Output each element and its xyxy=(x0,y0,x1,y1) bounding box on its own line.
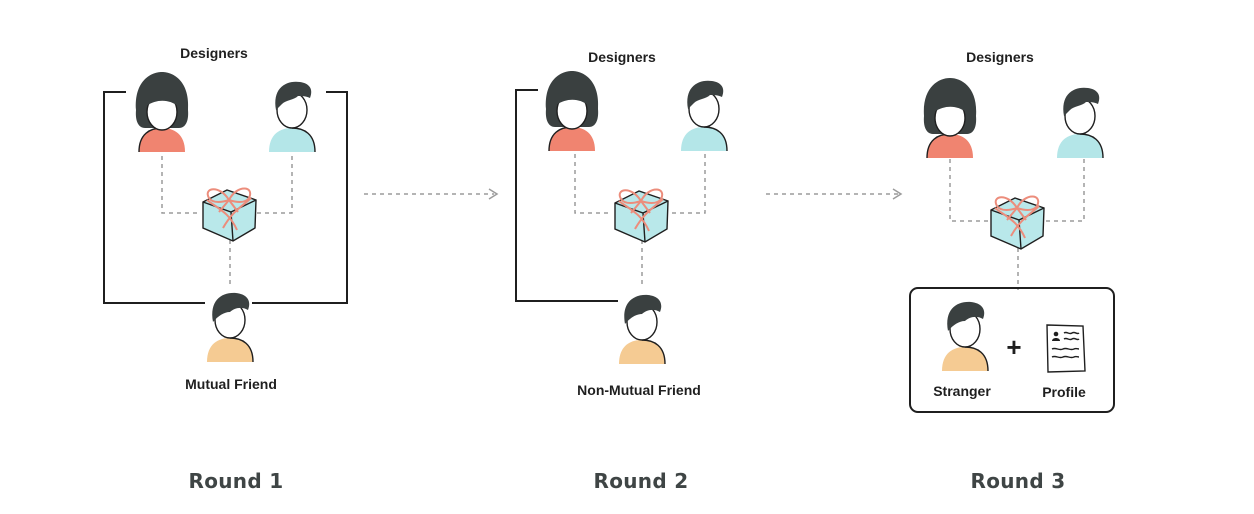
gift-icon xyxy=(990,195,1045,250)
woman-designer-icon xyxy=(923,77,977,159)
friend-icon xyxy=(206,292,254,363)
gift-icon xyxy=(202,187,257,242)
connector-lines xyxy=(574,154,706,287)
round-label: Round 3 xyxy=(971,469,1066,493)
friend-label: Non-Mutual Friend xyxy=(577,382,701,398)
friend-circle-frame xyxy=(515,89,618,302)
woman-designer-icon xyxy=(135,71,189,153)
designers-label: Designers xyxy=(966,49,1034,65)
round-3: Designers + Stranger Profile Round 3 xyxy=(909,49,1115,493)
woman-designer-icon xyxy=(545,70,599,152)
man-designer-icon xyxy=(680,80,728,152)
friend-circle-frame xyxy=(103,91,348,304)
connector-lines xyxy=(161,156,293,287)
profile-label: Profile xyxy=(1042,384,1086,400)
round-1: Designers Mutual Friend Round 1 xyxy=(103,45,348,493)
round-label: Round 1 xyxy=(189,469,284,493)
arrow-icon xyxy=(364,188,499,200)
friend-icon xyxy=(618,294,666,365)
designers-label: Designers xyxy=(588,49,656,65)
stranger-label: Stranger xyxy=(933,383,991,399)
round-2: Designers Non-Mutual Friend Round 2 xyxy=(515,49,728,493)
stranger-icon xyxy=(941,301,989,372)
man-designer-icon xyxy=(1056,87,1104,159)
gift-icon xyxy=(614,188,669,243)
profile-card-icon xyxy=(1046,324,1086,373)
plus-symbol: + xyxy=(1006,332,1021,362)
arrow-icon xyxy=(766,188,903,200)
friend-label: Mutual Friend xyxy=(185,376,277,392)
man-designer-icon xyxy=(268,81,316,153)
connector-lines xyxy=(949,159,1085,290)
designers-label: Designers xyxy=(180,45,248,61)
round-label: Round 2 xyxy=(594,469,689,493)
stranger-profile-box xyxy=(909,287,1115,413)
